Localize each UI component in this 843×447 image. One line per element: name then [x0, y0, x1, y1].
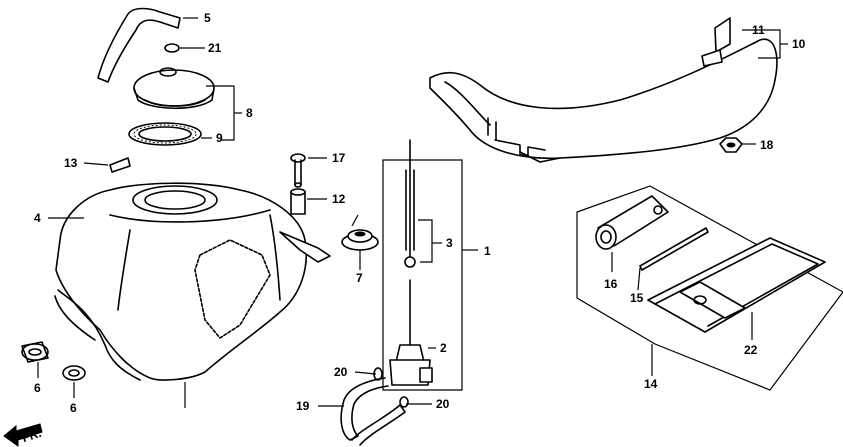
leader-lines: [37, 17, 788, 407]
callout-6b: 6: [70, 401, 77, 415]
front-arrow-label: FR.: [20, 426, 43, 445]
cap-gasket-part: [128, 122, 202, 146]
callout-10: 10: [792, 37, 806, 51]
fuel-cap-part: [133, 67, 215, 110]
fuel-tube-part: [97, 7, 181, 83]
callout-3: 3: [446, 236, 453, 250]
callout-2: 2: [440, 341, 447, 355]
callout-21: 21: [208, 41, 222, 55]
callout-9: 9: [216, 131, 223, 145]
tool-bag-part: [647, 237, 826, 333]
callout-8: 8: [246, 106, 253, 120]
callout-1: 1: [484, 244, 491, 258]
callout-14: 14: [644, 377, 658, 391]
valve-fuel-tube-part: [340, 377, 406, 446]
grommet-part: [341, 214, 379, 251]
callout-6a: 6: [34, 381, 41, 395]
fuel-valve-assembly-part: [382, 139, 463, 391]
callout-16: 16: [604, 277, 618, 291]
seat-strap-part: [701, 17, 731, 67]
clip-part: [164, 43, 180, 53]
callout-17: 17: [332, 151, 346, 165]
callout-15: 15: [630, 291, 644, 305]
collar-part: [290, 188, 306, 215]
callout-5: 5: [204, 11, 211, 25]
callout-7: 7: [356, 271, 363, 285]
tool-kit-frame: [576, 185, 843, 391]
nut-part: [719, 137, 743, 153]
callout-20a: 20: [334, 365, 348, 379]
callout-18: 18: [760, 138, 774, 152]
clip-lower-part: [399, 396, 409, 408]
callout-11: 11: [752, 23, 765, 37]
emblem-part: [109, 157, 131, 173]
seat-part: [429, 38, 778, 163]
callout-13: 13: [64, 156, 78, 170]
callout-22: 22: [744, 343, 758, 357]
fuel-tank-part: [54, 182, 331, 408]
front-arrow: FR.: [3, 423, 43, 447]
callout-19: 19: [296, 399, 310, 413]
bolt-part: [290, 153, 306, 188]
tool-bar-part: [639, 227, 709, 271]
callout-4: 4: [34, 211, 41, 225]
callout-12: 12: [332, 192, 346, 206]
callout-20b: 20: [436, 397, 450, 411]
plug-wrench-part: [595, 195, 669, 250]
mount-rubber-left-part: [21, 341, 49, 363]
callout-numbers: 1 2 3 4 5 6 6 7 8 9 10 11 12 13 14 15 16…: [34, 11, 806, 415]
mount-rubber-right-part: [62, 365, 86, 381]
